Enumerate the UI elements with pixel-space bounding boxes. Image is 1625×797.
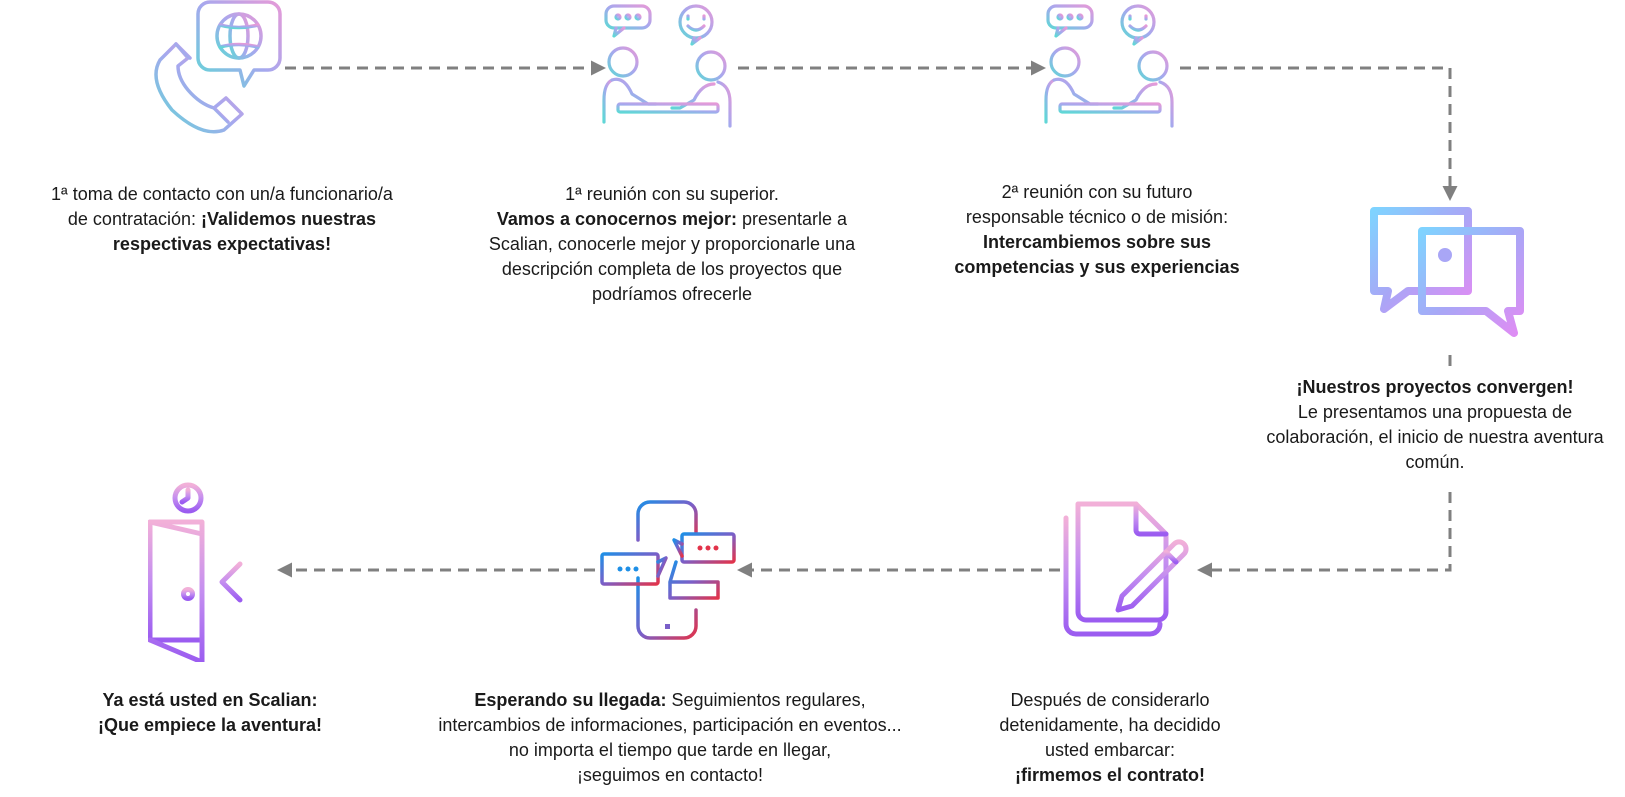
- step-text-line: intercambios de informaciones, participa…: [420, 713, 920, 738]
- step-text-line: ¡Que empiece la aventura!: [60, 713, 360, 738]
- step-text-line: Scalian, conocerle mejor y proporcionarl…: [462, 232, 882, 257]
- text-run: Le presentamos una propuesta de: [1297, 402, 1573, 422]
- bold-text-run: Ya está usted en Scalian:: [102, 690, 318, 710]
- step-text-line: ¡firmemos el contrato!: [960, 763, 1260, 788]
- meeting-icon: [1040, 4, 1178, 132]
- step-text-line: Intercambiemos sobre sus: [932, 230, 1262, 255]
- step-5-text: Después de considerarlo detenidamente, ha…: [960, 688, 1260, 788]
- chat-bubbles-icon: [1370, 207, 1524, 337]
- meeting-icon: [598, 4, 736, 132]
- step-text-line: 1ª toma de contacto con un/a funcionario…: [22, 182, 422, 207]
- step-text-line: respectivas expectativas!: [22, 232, 422, 257]
- step-text-line: Después de considerarlo: [960, 688, 1260, 713]
- text-run: 2ª reunión con su futuro: [1001, 182, 1193, 202]
- text-run: común.: [1405, 452, 1465, 472]
- text-run: responsable técnico o de misión:: [965, 207, 1229, 227]
- text-run: descripción completa de los proyectos qu…: [501, 259, 843, 279]
- step-1-text: 1ª toma de contacto con un/a funcionario…: [22, 182, 422, 257]
- step-text-line: común.: [1245, 450, 1625, 475]
- text-run: podríamos ofrecerle: [591, 284, 753, 304]
- bold-text-run: respectivas expectativas!: [112, 234, 332, 254]
- step-text-line: ¡Nuestros proyectos convergen!: [1245, 375, 1625, 400]
- step-text-line: colaboración, el inicio de nuestra avent…: [1245, 425, 1625, 450]
- text-run: presentarle a: [737, 209, 848, 229]
- bold-text-run: ¡Validemos nuestras: [201, 209, 377, 229]
- step-3-text: 2ª reunión con su futuro responsable técn…: [932, 180, 1262, 280]
- arrow-step3-to-step4: [1180, 66, 1458, 201]
- step-text-line: 2ª reunión con su futuro: [932, 180, 1262, 205]
- bold-text-run: Vamos a conocernos mejor:: [496, 209, 737, 229]
- contract-signing-icon: [1063, 501, 1189, 637]
- text-run: de contratación:: [67, 209, 201, 229]
- step-4-text: ¡Nuestros proyectos convergen! Le present…: [1245, 375, 1625, 475]
- text-run: usted embarcar:: [1044, 740, 1176, 760]
- text-run: Seguimientos regulares,: [666, 690, 866, 710]
- step-text-line: de contratación: ¡Validemos nuestras: [22, 207, 422, 232]
- bold-text-run: ¡Nuestros proyectos convergen!: [1296, 377, 1574, 397]
- text-run: 1ª reunión con su superior.: [565, 184, 779, 204]
- step-7-text: Ya está usted en Scalian: ¡Que empiece la…: [60, 688, 360, 738]
- bold-text-run: ¡Que empiece la aventura!: [97, 715, 323, 735]
- bold-text-run: Esperando su llegada:: [474, 690, 667, 710]
- step-text-line: detenidamente, ha decidido: [960, 713, 1260, 738]
- step-text-line: responsable técnico o de misión:: [932, 205, 1262, 230]
- text-run: colaboración, el inicio de nuestra avent…: [1266, 427, 1604, 447]
- step-text-line: Vamos a conocernos mejor: presentarle a: [462, 207, 882, 232]
- text-run: ¡seguimos en contacto!: [576, 765, 764, 785]
- bold-text-run: Intercambiemos sobre sus: [982, 232, 1212, 252]
- bold-text-run: ¡firmemos el contrato!: [1014, 765, 1206, 785]
- step-text-line: Esperando su llegada: Seguimientos regul…: [420, 688, 920, 713]
- text-run: detenidamente, ha decidido: [999, 715, 1221, 735]
- text-run: Después de considerarlo: [1010, 690, 1210, 710]
- step-text-line: descripción completa de los proyectos qu…: [462, 257, 882, 282]
- text-run: no importa el tiempo que tarde en llegar…: [508, 740, 832, 760]
- step-text-line: usted embarcar:: [960, 738, 1260, 763]
- phone-globe-icon: [154, 0, 282, 134]
- step-text-line: 1ª reunión con su superior.: [462, 182, 882, 207]
- step-text-line: podríamos ofrecerle: [462, 282, 882, 307]
- step-text-line: Le presentamos una propuesta de: [1245, 400, 1625, 425]
- step-text-line: competencias y sus experiencias: [932, 255, 1262, 280]
- door-enter-icon: [148, 482, 271, 662]
- text-run: 1ª toma de contacto con un/a funcionario…: [51, 184, 393, 204]
- step-text-line: Ya está usted en Scalian:: [60, 688, 360, 713]
- step-6-text: Esperando su llegada: Seguimientos regul…: [420, 688, 920, 788]
- step-text-line: no importa el tiempo que tarde en llegar…: [420, 738, 920, 763]
- arrow-step4-to-step5: [1197, 492, 1452, 578]
- step-2-text: 1ª reunión con su superior. Vamos a conoc…: [462, 182, 882, 307]
- bold-text-run: competencias y sus experiencias: [954, 257, 1240, 277]
- step-text-line: ¡seguimos en contacto!: [420, 763, 920, 788]
- text-run: intercambios de informaciones, participa…: [438, 715, 902, 735]
- phone-chat-icon: [600, 500, 736, 640]
- text-run: Scalian, conocerle mejor y proporcionarl…: [488, 234, 856, 254]
